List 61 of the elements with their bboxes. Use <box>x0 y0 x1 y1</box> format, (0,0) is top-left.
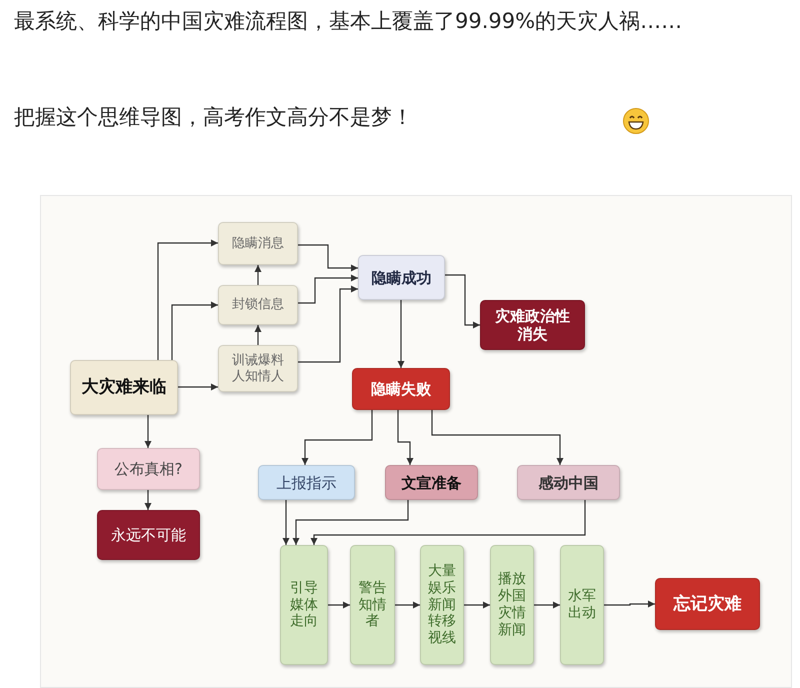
process-box <box>490 545 534 665</box>
arrow <box>328 602 350 608</box>
process-box <box>385 465 478 500</box>
process-box <box>218 285 298 325</box>
arrow <box>445 274 480 328</box>
box-label: 隐瞒消息 <box>232 236 284 252</box>
box-label: 大量娱乐新闻转移视线 <box>427 563 457 647</box>
arrow <box>604 600 655 608</box>
process-box <box>358 255 445 300</box>
box-label: 忘记灾难 <box>674 594 742 614</box>
subheading-text: 把握这个思维导图，高考作文高分不是梦！ <box>14 104 413 131</box>
process-box <box>258 465 355 500</box>
box-label: 大灾难来临 <box>82 377 166 398</box>
arrow <box>178 384 218 390</box>
arrow <box>298 274 358 304</box>
arrow <box>298 244 358 272</box>
box-label: 灾难政治性消失 <box>494 307 571 343</box>
process-box <box>517 465 620 500</box>
arrow <box>144 415 152 448</box>
arrow <box>298 286 358 363</box>
arrow <box>398 300 404 368</box>
outcome-box <box>655 578 760 630</box>
arrow <box>157 240 218 360</box>
outcome-box <box>480 300 585 350</box>
box-label: 文宣准备 <box>402 474 462 492</box>
arrow <box>254 265 262 285</box>
arrow <box>282 500 290 545</box>
process-box <box>218 345 298 392</box>
arrow <box>395 602 420 608</box>
box-label: 隐瞒成功 <box>372 268 432 286</box>
process-box <box>560 545 604 665</box>
box-label: 水军出动 <box>567 588 597 622</box>
process-box <box>420 545 464 665</box>
process-box <box>280 545 328 665</box>
process-box <box>350 545 395 665</box>
process-box <box>70 360 178 415</box>
process-box <box>97 448 200 490</box>
process-box <box>352 368 450 410</box>
box-label: 公布真相? <box>114 460 182 478</box>
box-label: 训诫爆料人知情人 <box>231 352 285 384</box>
arrow <box>310 500 586 545</box>
box-label: 上报指示 <box>276 474 336 492</box>
arrow <box>397 410 414 465</box>
box-label: 永远不可能 <box>111 526 186 544</box>
outcome-box <box>97 510 200 560</box>
box-label: 引导媒体走向 <box>289 580 319 630</box>
arrow <box>534 602 560 608</box>
arrow <box>254 325 262 345</box>
arrow <box>292 500 409 545</box>
box-label: 感动中国 <box>538 474 598 492</box>
arrow <box>302 410 373 465</box>
box-label: 警告知情者 <box>358 580 388 630</box>
arrow <box>171 302 218 360</box>
box-label: 隐瞒失败 <box>371 380 431 398</box>
arrow <box>431 410 564 465</box>
arrow <box>144 490 152 510</box>
process-box <box>218 222 298 265</box>
box-label: 播放外国灾情新闻 <box>497 571 527 639</box>
arrow <box>464 602 490 608</box>
box-label: 封锁信息 <box>232 297 284 313</box>
heading-text: 最系统、科学的中国灾难流程图，基本上覆盖了99.99%的天灾人祸…… <box>14 8 684 35</box>
